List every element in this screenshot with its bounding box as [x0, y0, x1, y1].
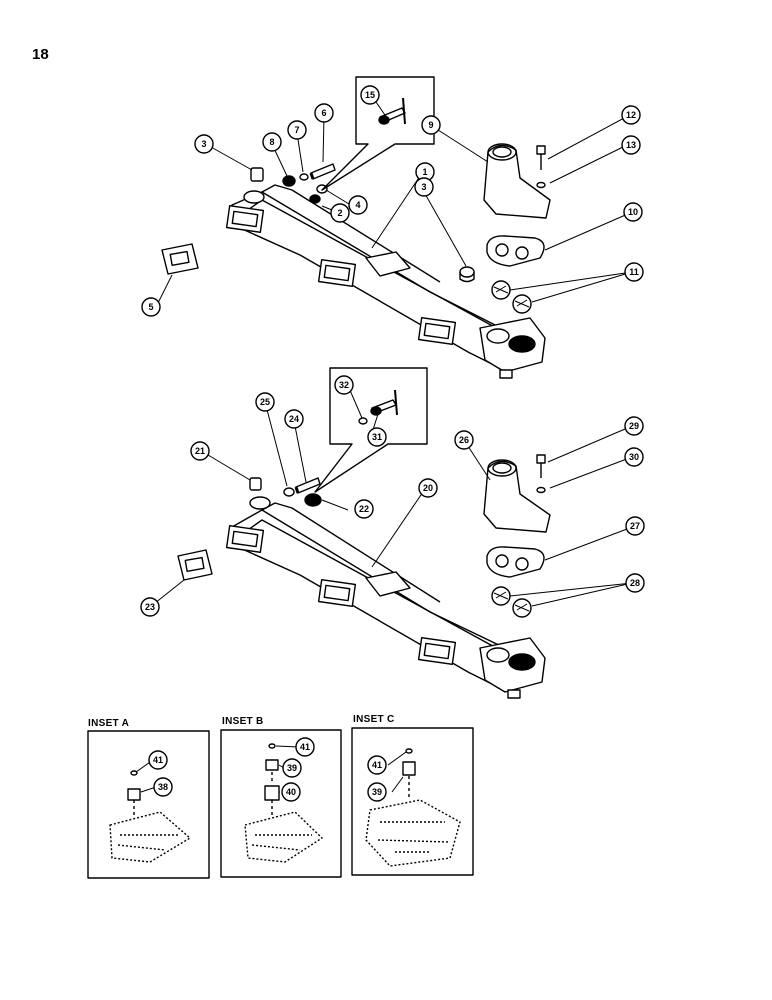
- svg-text:3: 3: [421, 182, 426, 192]
- svg-text:15: 15: [365, 90, 375, 100]
- svg-text:20: 20: [423, 483, 433, 493]
- callout-inset-c-41: 41: [367, 755, 387, 775]
- svg-text:21: 21: [195, 446, 205, 456]
- callout-25: 25: [255, 392, 275, 412]
- leader-lines: [135, 101, 636, 793]
- callout-inset-b-41: 41: [295, 737, 315, 757]
- callout-inset-b-40: 40: [281, 782, 301, 802]
- callout-3: 3: [414, 177, 434, 197]
- svg-text:3: 3: [201, 139, 206, 149]
- inset-b-panel: [220, 729, 342, 878]
- callout-2: 2: [330, 203, 350, 223]
- svg-text:39: 39: [287, 763, 297, 773]
- callout-27: 27: [625, 516, 645, 536]
- inset-15-box: [321, 76, 435, 191]
- callout-26: 26: [454, 430, 474, 450]
- svg-text:4: 4: [355, 200, 360, 210]
- callouts: 1 2 3 3 4 5 6 7 8 9 10 11 12 13 15 20 21…: [140, 85, 645, 802]
- callout-15: 15: [360, 85, 380, 105]
- svg-text:1: 1: [422, 167, 427, 177]
- callout-12: 12: [621, 105, 641, 125]
- svg-text:24: 24: [289, 414, 299, 424]
- inset-c-panel: [351, 727, 474, 876]
- callout-23: 23: [140, 597, 160, 617]
- inset-b-label: INSET B: [222, 716, 264, 727]
- svg-text:40: 40: [286, 787, 296, 797]
- callout-8: 8: [262, 132, 282, 152]
- manifold-lower: [225, 496, 546, 699]
- inset-a-panel: [87, 730, 210, 879]
- page-number: 18: [32, 46, 49, 63]
- callout-1: 1: [415, 162, 435, 182]
- svg-text:8: 8: [269, 137, 274, 147]
- callout-31: 31: [367, 427, 387, 447]
- callout-32: 32: [334, 375, 354, 395]
- callout-11: 11: [624, 262, 644, 282]
- svg-text:11: 11: [629, 267, 639, 277]
- svg-text:41: 41: [300, 742, 310, 752]
- svg-text:41: 41: [153, 755, 163, 765]
- svg-text:28: 28: [630, 578, 640, 588]
- svg-text:13: 13: [626, 140, 636, 150]
- svg-text:41: 41: [372, 760, 382, 770]
- svg-text:7: 7: [294, 125, 299, 135]
- svg-text:32: 32: [339, 380, 349, 390]
- svg-text:26: 26: [459, 435, 469, 445]
- callout-5: 5: [141, 297, 161, 317]
- callout-20: 20: [418, 478, 438, 498]
- svg-text:12: 12: [626, 110, 636, 120]
- svg-text:9: 9: [428, 120, 433, 130]
- callout-7: 7: [287, 120, 307, 140]
- callout-13: 13: [621, 135, 641, 155]
- svg-text:23: 23: [145, 602, 155, 612]
- callout-22: 22: [354, 499, 374, 519]
- svg-text:39: 39: [372, 787, 382, 797]
- callout-inset-b-39: 39: [282, 758, 302, 778]
- lower-small-parts: [177, 454, 551, 618]
- svg-text:5: 5: [148, 302, 153, 312]
- svg-text:22: 22: [359, 504, 369, 514]
- callout-6: 6: [314, 103, 334, 123]
- manifold-upper: [225, 184, 546, 379]
- callout-4: 4: [348, 195, 368, 215]
- svg-text:31: 31: [372, 432, 382, 442]
- callout-21: 21: [190, 441, 210, 461]
- svg-text:25: 25: [260, 397, 270, 407]
- callout-inset-c-39: 39: [367, 782, 387, 802]
- svg-text:10: 10: [628, 207, 638, 217]
- callout-28: 28: [625, 573, 645, 593]
- svg-text:2: 2: [337, 208, 342, 218]
- svg-text:27: 27: [630, 521, 640, 531]
- inset-a-label: INSET A: [88, 718, 130, 729]
- callout-inset-a-41: 41: [148, 750, 168, 770]
- svg-text:29: 29: [629, 421, 639, 431]
- callout-3: 3: [194, 134, 214, 154]
- callout-9: 9: [421, 115, 441, 135]
- callout-10: 10: [623, 202, 643, 222]
- callout-24: 24: [284, 409, 304, 429]
- inset-c-label: INSET C: [353, 714, 395, 725]
- svg-text:6: 6: [321, 108, 326, 118]
- svg-text:30: 30: [629, 452, 639, 462]
- svg-text:38: 38: [158, 782, 168, 792]
- callout-inset-a-38: 38: [153, 777, 173, 797]
- upper-small-parts: [161, 143, 551, 314]
- callout-29: 29: [624, 416, 644, 436]
- callout-30: 30: [624, 447, 644, 467]
